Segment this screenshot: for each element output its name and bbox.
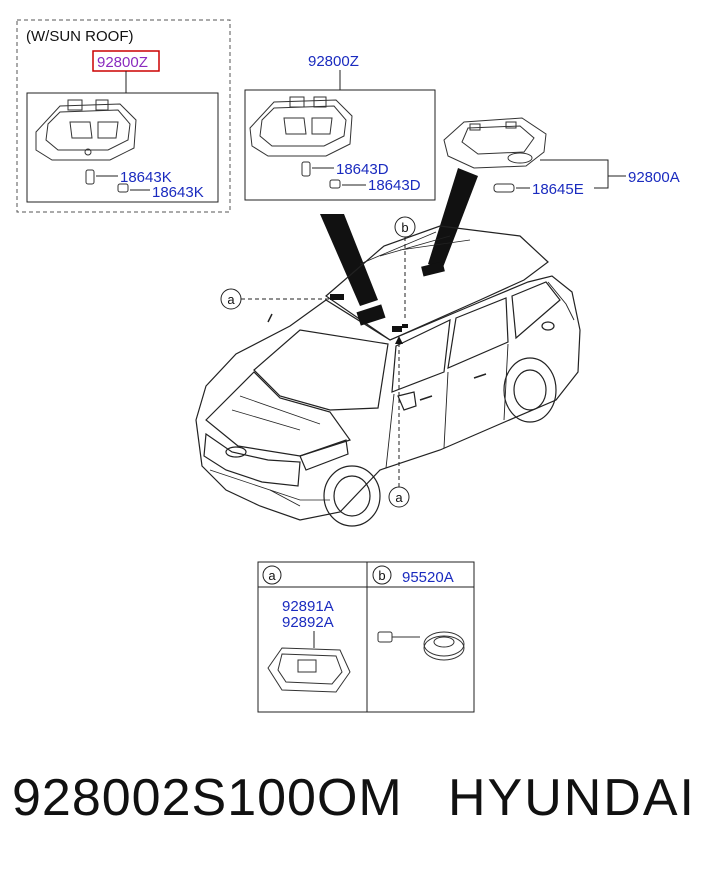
rear-bulb-label[interactable]: 18645E (532, 181, 584, 198)
table-marker-a-label: a (268, 568, 276, 583)
standard-bulb-1-label[interactable]: 18643D (336, 161, 389, 178)
sunroof-bulb-1-label[interactable]: 18643K (120, 169, 172, 186)
footer-part-number: 928002S100OM (12, 769, 403, 827)
callout-a-label-2[interactable]: a (395, 490, 403, 505)
vehicle-drawing (195, 225, 581, 527)
standard-part-label[interactable]: 92800Z (308, 53, 359, 70)
rear-part-label[interactable]: 92800A (628, 169, 680, 186)
table-marker-b-label: b (378, 568, 385, 583)
parts-diagram: (W/SUN ROOF) 92800Z 18643K 18643K 92800Z… (16, 19, 680, 713)
lamp-spot (356, 304, 386, 326)
map-lamp-drawing (35, 99, 137, 161)
table-b-part-label[interactable]: 95520A (402, 569, 454, 586)
table-a-part-2[interactable]: 92892A (282, 614, 334, 631)
table-marker-a (262, 565, 282, 585)
sunroof-group-title: (W/SUN ROOF) (26, 28, 133, 45)
bulb-icon (301, 161, 341, 189)
table-marker-b (372, 565, 392, 585)
footer: 928002S100OM HYUNDAI (0, 728, 710, 872)
bulb-icon (85, 169, 129, 193)
footer-brand: HYUNDAI (447, 769, 696, 827)
sunroof-part-label[interactable]: 92800Z (97, 54, 148, 71)
map-lamp-drawing (249, 96, 353, 157)
lamp-spot (421, 261, 445, 277)
sunroof-group-frame (16, 19, 231, 213)
lamp-spot (392, 326, 402, 332)
sensor-drawing (377, 631, 465, 661)
bulb-icon (493, 183, 515, 193)
sunroof-bulb-2-label[interactable]: 18643K (152, 184, 204, 201)
sunroof-part-frame (26, 92, 219, 203)
room-lamp-drawing (443, 117, 547, 169)
detail-table (257, 561, 475, 713)
callout-b-label[interactable]: b (401, 220, 408, 235)
pointer-arrow (320, 214, 378, 306)
vanity-lamp-drawing (267, 647, 351, 693)
callout-a-label[interactable]: a (227, 292, 235, 307)
table-a-part-1[interactable]: 92891A (282, 598, 334, 615)
standard-part-frame (244, 89, 436, 201)
lamp-spot (330, 294, 344, 300)
lamp-spot (402, 324, 408, 328)
standard-bulb-2-label[interactable]: 18643D (368, 177, 421, 194)
